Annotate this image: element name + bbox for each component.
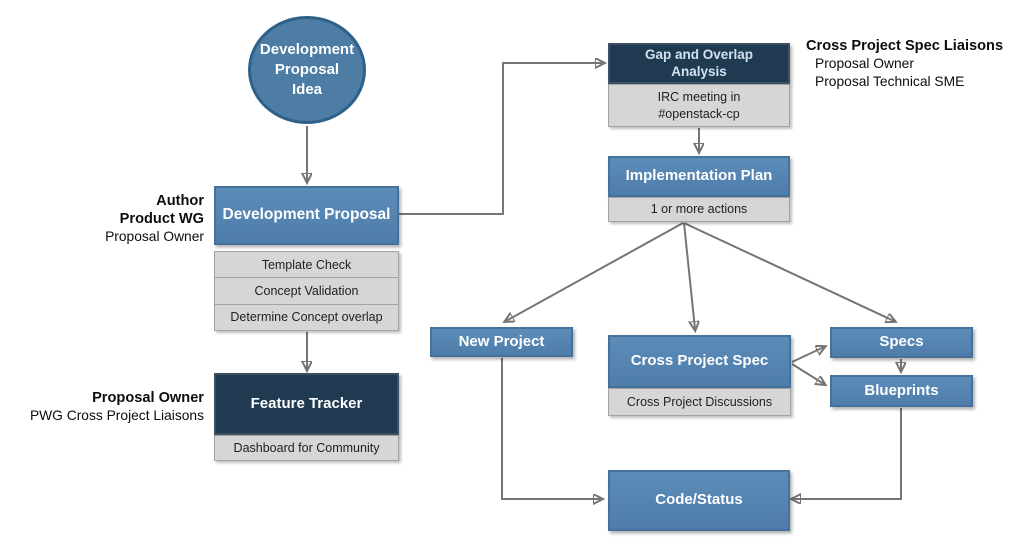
gap-analysis-steps: IRC meeting in #openstack-cp [608,84,790,127]
arrow-implementation-plan-to-specs [683,222,894,321]
node-code-status: Code/Status [608,470,790,531]
annotation-liaisons-block: Cross Project Spec Liaisons Proposal Own… [806,37,1021,91]
step-one-or-more-actions: 1 or more actions [608,197,790,222]
step-dashboard-for-community: Dashboard for Community [214,435,399,461]
step-irc-meeting: IRC meeting in #openstack-cp [608,84,790,127]
node-title: Blueprints [864,381,939,399]
feature-tracker-steps: Dashboard for Community [214,435,399,461]
node-title: Feature Tracker [250,394,363,412]
annotation-author-block: Author Product WG Proposal Owner [40,192,204,246]
development-proposal-steps: Template Check Concept Validation Determ… [214,251,399,331]
node-gap-and-overlap-analysis: Gap and Overlap Analysis [608,43,790,84]
node-title: Specs [879,333,924,351]
annotation-line-liaisons: Cross Project Spec Liaisons [806,38,1004,54]
implementation-plan-steps: 1 or more actions [608,197,790,222]
node-title: Development Proposal [222,206,391,224]
annotation-line-proposal-owner: Proposal Owner [92,390,204,406]
cross-project-spec-steps: Cross Project Discussions [608,388,791,416]
annotation-line-proposal-technical-sme: Proposal Technical SME [815,74,965,89]
node-specs: Specs [830,327,973,358]
arrow-cross-project-spec-to-specs [791,347,824,363]
node-title: Implementation Plan [625,167,773,185]
annotation-line-author: Author [156,193,204,209]
node-title: New Project [458,332,545,350]
node-cross-project-spec: Cross Project Spec [608,335,791,388]
node-title: Gap and Overlap Analysis [644,47,754,79]
arrow-implementation-plan-to-cross-project-spec [683,222,695,329]
step-template-check: Template Check [214,251,399,279]
arrow-blueprints-to-code-status [793,408,902,499]
step-determine-concept-overlap: Determine Concept overlap [214,303,399,331]
node-feature-tracker: Feature Tracker [214,373,399,435]
arrow-development-proposal-to-gap-analysis [399,63,603,215]
arrow-implementation-plan-to-new-project [506,222,684,321]
node-development-proposal: Development Proposal [214,186,399,245]
node-title: Cross Project Spec [630,352,769,370]
node-title: Code/Status [655,491,743,509]
node-new-project: New Project [430,327,573,357]
annotation-line-pwg-liaisons: PWG Cross Project Liaisons [29,408,204,423]
arrow-cross-project-spec-to-blueprints [791,363,824,384]
node-label: Development Proposal Idea [259,41,355,98]
annotation-line-proposal-owner: Proposal Owner [105,229,204,244]
annotation-line-product-wg: Product WG [119,211,204,227]
node-development-proposal-idea: Development Proposal Idea [248,16,366,124]
node-blueprints: Blueprints [830,375,973,407]
step-concept-validation: Concept Validation [214,277,399,305]
node-implementation-plan: Implementation Plan [608,156,790,197]
annotation-line-proposal-owner: Proposal Owner [815,56,914,71]
annotation-proposal-owner-block: Proposal Owner PWG Cross Project Liaison… [2,389,204,425]
step-cross-project-discussions: Cross Project Discussions [608,388,791,416]
arrow-new-project-to-code-status [501,358,601,499]
